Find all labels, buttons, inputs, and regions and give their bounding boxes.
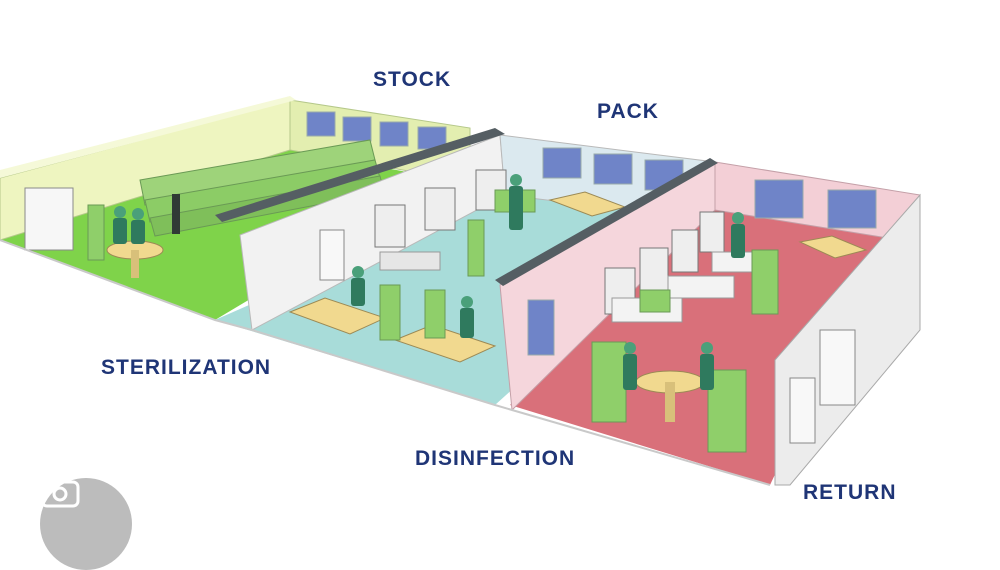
worker [460,296,474,338]
washer-unit [639,247,669,293]
washer-unit [671,229,699,273]
divider-top [495,158,718,286]
return-door [789,377,816,444]
cart [467,219,485,277]
image-search-button[interactable] [40,478,132,570]
return-window [827,189,877,229]
return-door [819,329,856,406]
sterilizer-door [319,229,345,281]
stock-window [306,111,336,137]
floor-outline [0,239,771,486]
pack-table [393,324,497,363]
image-search-icon [40,478,80,508]
sterilizer-unit [424,187,456,231]
disinfection-label: DISINFECTION [415,447,576,470]
cart [87,204,105,261]
pack-window [542,147,582,179]
return-window [754,179,804,219]
cart [639,289,671,313]
cart [591,341,627,423]
sterilizer-unit [374,204,406,248]
worker [731,212,745,258]
cart [424,289,446,339]
stock-door [24,187,74,251]
worker [700,342,714,390]
sterilization-label: STERILIZATION [101,356,272,379]
return-label: RETURN [803,481,897,504]
worker [351,266,365,306]
worker [623,342,637,390]
cart [379,284,401,341]
person-silhouette [172,194,180,234]
stock-window [379,121,409,147]
pack-label: PACK [597,100,659,123]
stock-window [342,116,372,142]
cart [751,249,779,315]
disinfection-window [527,299,555,356]
pack-window [593,153,633,185]
return-bench [667,275,735,299]
stock-label: STOCK [373,68,452,91]
worker [509,174,523,230]
worker [113,206,127,244]
stock-front-wall-edge [0,96,296,178]
floorplan-illustration [0,96,921,486]
pack-bench [379,251,441,271]
cart [707,369,747,453]
washer-unit [699,211,725,253]
worker [131,208,145,244]
facility-diagram: STOCK PACK STERILIZATION DISINFECTION RE… [0,68,921,570]
pack-divider-top [215,128,505,222]
return-table [798,235,868,259]
